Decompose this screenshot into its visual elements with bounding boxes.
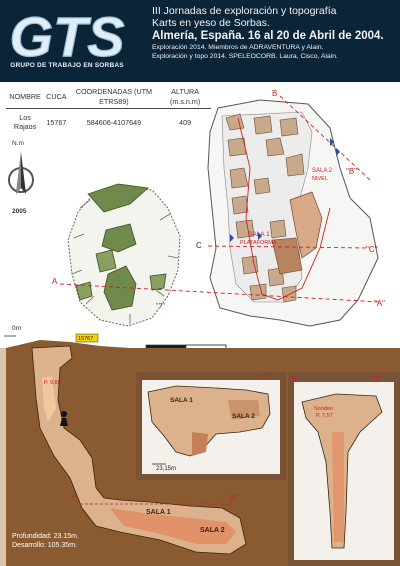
svg-text:GTS: GTS	[9, 5, 124, 68]
plan-section-c-end: "C"	[366, 245, 378, 254]
north-arrow-icon	[8, 152, 34, 194]
title-line-1: III Jornadas de exploración y topografía	[152, 5, 337, 17]
section-b-label: B	[292, 376, 297, 383]
header-altura: ALTURA (m.s.n.m)	[159, 86, 211, 109]
profile-label-a: A	[72, 493, 77, 500]
cave-stats: Profundidad: 23.15m. Desarrollo: 105.35m…	[12, 532, 79, 550]
cell-altura: 409	[179, 117, 192, 127]
profile-datum: 0m	[12, 325, 21, 332]
profile-pit: P. 9,85	[44, 380, 61, 386]
table-header-row: NOMBRE CUCA COORDENADAS (UTM ETRS89) ALT…	[6, 86, 211, 109]
section-b-sondeo: Sondeo	[314, 406, 333, 412]
title-line-5: Exploración y topo 2014. SPELEOCORB. Lau…	[152, 53, 338, 60]
title-line-2: Karts en yeso de Sorbas.	[152, 17, 270, 29]
section-c-sala2: SALA 2	[232, 413, 255, 420]
plan-section-a: A	[52, 277, 58, 286]
plan-sala1-sub: PLATAFORMA	[240, 240, 277, 246]
cave-info-table: NOMBRE CUCA COORDENADAS (UTM ETRS89) ALT…	[6, 86, 211, 132]
section-c-view: C "C" SALA 1 SALA 2 23,15m	[136, 372, 286, 480]
header-coordenadas: COORDENADAS (UTM ETRS89)	[68, 86, 160, 109]
plan-sala2: SALA 2	[312, 168, 333, 174]
north-year: 2005	[12, 208, 27, 215]
logo-subtitle: GRUPO DE TRABAJO EN SORBAS	[10, 62, 124, 69]
doline-plan-map	[67, 183, 181, 327]
plan-section-b: B	[272, 89, 277, 98]
profile-cuca-tag: 15767	[78, 336, 93, 342]
header-banner: GTS GRUPO DE TRABAJO EN SORBAS III Jorna…	[0, 0, 400, 82]
section-b-label-end: "B"	[372, 376, 382, 383]
cell-cuca: 15767	[46, 117, 67, 127]
plan-section-b-end: "B"	[346, 167, 357, 176]
plan-sala2-sub: NIVEL	[312, 176, 328, 182]
title-line-3: Almería, España. 16 al 20 de Abril de 20…	[152, 30, 384, 42]
table-row: Los Rajaos 15767 584606-4107649 409	[6, 109, 211, 133]
gts-logo: GTS	[9, 4, 125, 68]
section-c-label-end: "C"	[260, 375, 271, 382]
section-c-depth: 23,15m	[156, 466, 176, 472]
stat-length: Desarrollo: 105.35m.	[12, 542, 77, 549]
cell-nombre: Los Rajaos	[13, 113, 37, 131]
plan-section-c: C	[196, 241, 202, 250]
stat-depth: Profundidad: 23.15m.	[12, 533, 79, 540]
section-c-label: C	[140, 375, 145, 382]
section-b-view: B "B" Sondeo P. 7,57	[288, 372, 400, 566]
title-block: III Jornadas de exploración y topografía…	[152, 5, 397, 61]
plan-ejemplo: "?"	[156, 303, 165, 310]
header-nombre: NOMBRE	[6, 86, 45, 109]
title-line-4: Exploración 2014. Miembros de ADRAVENTUR…	[152, 44, 324, 51]
profile-sala1: SALA 1	[146, 509, 171, 516]
cave-plan-map: A "A" B "B" C "C" SALA 1 PLATAFORMA SALA…	[52, 89, 385, 327]
profile-sala2: SALA 2	[200, 527, 225, 534]
section-c-sala1: SALA 1	[170, 397, 193, 404]
climber-icon	[60, 411, 68, 426]
north-label: N.m	[12, 140, 24, 147]
plan-section-a-end: "A"	[374, 299, 385, 308]
cell-coordenadas: 584606-4107649	[86, 117, 142, 127]
profile-label-a-end: "A"	[228, 495, 238, 502]
header-cuca: CUCA	[44, 86, 69, 109]
section-b-sondeo-depth: P. 7,57	[316, 413, 333, 419]
